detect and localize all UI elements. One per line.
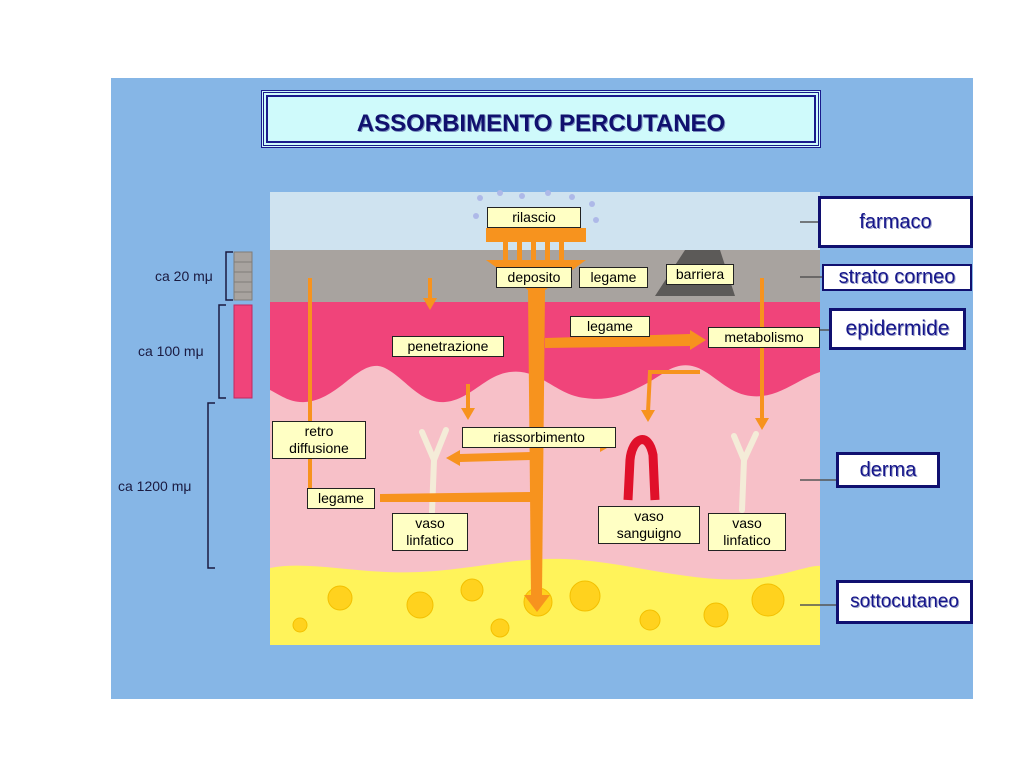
label-barriera: barriera xyxy=(666,264,734,285)
label-penetrazione: penetrazione xyxy=(392,336,504,357)
label-vaso-linf-right-line1: vaso xyxy=(732,515,762,531)
title-box: ASSORBIMENTO PERCUTANEO xyxy=(261,90,821,148)
label-retro-diffusione: retro diffusione xyxy=(272,421,366,459)
label-vaso-sanguigno: vaso sanguigno xyxy=(598,506,700,544)
label-vaso-linf-right-line2: linfatico xyxy=(723,532,771,548)
layer-label-epidermide: epidermide xyxy=(829,308,966,350)
label-metabolismo: metabolismo xyxy=(708,327,820,348)
arrow-heads xyxy=(423,298,769,430)
label-vaso-linf-left-line1: vaso xyxy=(415,515,445,531)
layer-label-sottocutaneo: sottocutaneo xyxy=(836,580,973,624)
scale-label-stratum: ca 20 mμ xyxy=(155,268,213,284)
label-vaso-linfatico-left: vaso linfatico xyxy=(392,513,468,551)
label-vaso-sang-line1: vaso xyxy=(634,508,664,524)
label-deposito: deposito xyxy=(496,267,572,288)
scale-label-epidermis: ca 100 mμ xyxy=(138,343,204,359)
layer-label-farmaco: farmaco xyxy=(818,196,973,248)
page-title: ASSORBIMENTO PERCUTANEO xyxy=(356,110,726,137)
label-riassorbimento: riassorbimento xyxy=(462,427,616,448)
scale-bars xyxy=(207,251,233,569)
drug-particles xyxy=(473,190,599,223)
layer-label-derma: derma xyxy=(836,452,940,488)
label-retro-line2: diffusione xyxy=(289,440,349,456)
label-vaso-sang-line2: sanguigno xyxy=(616,525,682,541)
label-vaso-linf-left-line2: linfatico xyxy=(406,532,454,548)
label-vaso-linfatico-right: vaso linfatico xyxy=(708,513,786,551)
blood-vessel-loop xyxy=(623,435,660,501)
cell-columns xyxy=(233,251,253,399)
label-legame-top: legame xyxy=(579,267,648,288)
label-legame-mid: legame xyxy=(570,316,650,337)
layer-label-strato-corneo: strato corneo xyxy=(822,264,972,291)
label-rilascio: rilascio xyxy=(487,207,581,228)
epidermis-layer xyxy=(270,302,820,403)
label-retro-line1: retro xyxy=(304,423,334,439)
label-legame-low: legame xyxy=(307,488,375,509)
scale-label-dermis: ca 1200 mμ xyxy=(118,478,192,494)
lymph-vessel-right xyxy=(731,431,759,513)
